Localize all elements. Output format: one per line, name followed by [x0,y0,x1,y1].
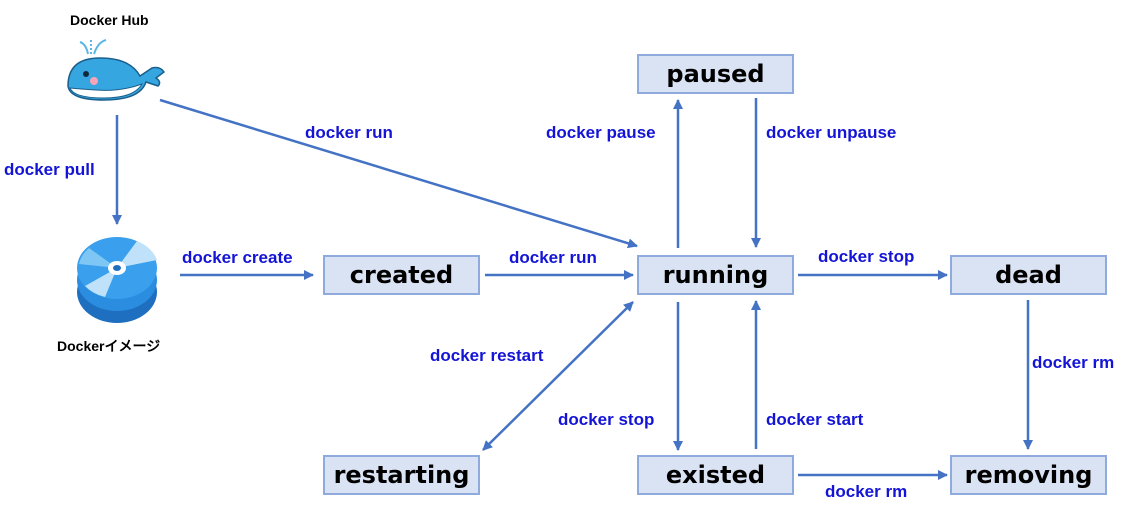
docker-hub-label: Docker Hub [70,12,149,28]
docker-image: Dockerイメージ [40,222,190,358]
label-docker-stop-dead: docker stop [818,247,915,266]
arrow-hub-to-running [159,98,638,249]
state-removing: removing [950,455,1107,495]
label-docker-run: docker run [509,248,597,267]
label-docker-rm-dead: docker rm [1032,353,1115,372]
label-docker-unpause: docker unpause [766,123,897,142]
label-docker-restart: docker restart [430,346,544,365]
label-docker-create: docker create [182,248,293,267]
state-paused: paused [637,54,794,94]
label-docker-start: docker start [766,410,864,429]
label-docker-rm-existed: docker rm [825,482,908,501]
label-docker-stop: docker stop [558,410,655,429]
state-created: created [323,255,480,295]
label-docker-pause: docker pause [546,123,656,142]
state-running: running [637,255,794,295]
docker-hub: Docker Hub [60,8,170,108]
label-docker-run-hub: docker run [305,123,393,142]
state-existed: existed [637,455,794,495]
arrow-running-restarting [482,301,634,451]
disc-stack-icon [77,237,157,323]
whale-icon [67,39,166,101]
docker-image-label: Dockerイメージ [57,338,161,354]
state-dead: dead [950,255,1107,295]
state-restarting: restarting [323,455,480,495]
label-docker-pull: docker pull [4,160,95,179]
